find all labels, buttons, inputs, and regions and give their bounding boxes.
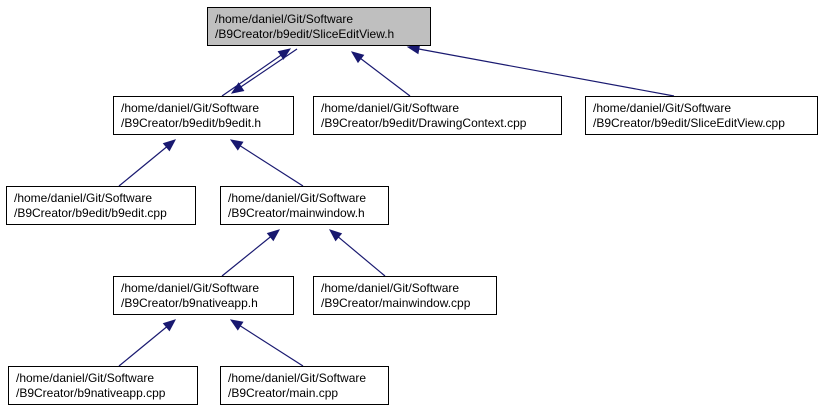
node-mainwindow-cpp[interactable]: /home/daniel/Git/Software/B9Creator/main… (313, 276, 497, 315)
edge-line (118, 326, 167, 367)
node-box (113, 96, 294, 135)
edge-b9edit_h-to-root (221, 48, 292, 97)
node-box (207, 7, 431, 46)
edge-line (360, 58, 411, 97)
nodes-layer: /home/daniel/Git/Software/B9Creator/b9ed… (6, 7, 818, 405)
node-label-line2: /B9Creator/b9edit/SliceEditView.h (215, 27, 394, 41)
node-label-line1: /home/daniel/Git/Software (121, 281, 259, 295)
node-label-line2: /B9Creator/b9edit/b9edit.h (121, 116, 261, 130)
edge-mainwindow_cpp-to-mainwindow_h (328, 229, 386, 277)
node-drawingcontext-cpp[interactable]: /home/daniel/Git/Software/B9Creator/b9ed… (313, 96, 562, 135)
edge-mainwindow_h-to-b9edit_h (229, 139, 304, 187)
node-label-line1: /home/daniel/Git/Software (228, 191, 366, 205)
node-box (313, 96, 562, 135)
node-box (585, 96, 818, 135)
node-b9nativeapp-h[interactable]: /home/daniel/Git/Software/B9Creator/b9na… (113, 276, 294, 315)
edge-drawingcontext_cpp-to-root (350, 51, 411, 97)
node-label-line2: /B9Creator/b9nativeapp.cpp (16, 386, 166, 400)
node-label-line1: /home/daniel/Git/Software (228, 371, 366, 385)
node-box (313, 276, 497, 315)
node-label-line1: /home/daniel/Git/Software (593, 101, 731, 115)
node-label-line2: /B9Creator/b9edit/DrawingContext.cpp (321, 116, 527, 130)
edge-line (118, 146, 167, 187)
node-b9edit-cpp[interactable]: /home/daniel/Git/Software/B9Creator/b9ed… (6, 186, 196, 225)
edge-line (338, 236, 386, 277)
node-box (220, 366, 389, 405)
node-label-line1: /home/daniel/Git/Software (16, 371, 154, 385)
edge-line (240, 48, 298, 88)
node-label-line1: /home/daniel/Git/Software (215, 12, 353, 26)
node-main-cpp[interactable]: /home/daniel/Git/Software/B9Creator/main… (220, 366, 389, 405)
arrowhead-icon (229, 139, 244, 151)
edge-line (418, 48, 675, 97)
edge-line (221, 54, 282, 97)
node-b9edit-h[interactable]: /home/daniel/Git/Software/B9Creator/b9ed… (113, 96, 294, 135)
edge-line (221, 236, 271, 277)
arrowhead-icon (277, 48, 292, 60)
node-label-line1: /home/daniel/Git/Software (14, 191, 152, 205)
arrowhead-icon (328, 229, 343, 242)
node-box (113, 276, 294, 315)
node-box (6, 186, 196, 225)
edge-main_cpp-to-b9nativeapp_h (229, 319, 304, 367)
node-sliceeditview-cpp[interactable]: /home/daniel/Git/Software/B9Creator/b9ed… (585, 96, 818, 135)
node-label-line2: /B9Creator/b9edit/SliceEditView.cpp (593, 116, 785, 130)
edge-sliceeditview_cpp-to-root (406, 43, 675, 97)
arrowhead-icon (229, 319, 244, 331)
node-label-line2: /B9Creator/b9nativeapp.h (121, 296, 258, 310)
edge-b9edit_cpp-to-b9edit_h (118, 139, 177, 187)
arrowhead-icon (162, 319, 177, 332)
node-label-line2: /B9Creator/mainwindow.h (228, 206, 365, 220)
arrowhead-icon (350, 51, 365, 64)
edge-b9nativeapp_cpp-to-b9nativeapp_h (118, 319, 177, 367)
node-label-line1: /home/daniel/Git/Software (321, 101, 459, 115)
node-box (8, 366, 198, 405)
edge-line (239, 145, 304, 187)
node-label-line2: /B9Creator/main.cpp (228, 386, 338, 400)
edge-line (239, 325, 304, 367)
arrowhead-icon (230, 82, 245, 94)
node-label-line2: /B9Creator/b9edit/b9edit.cpp (14, 206, 167, 220)
node-b9nativeapp-cpp[interactable]: /home/daniel/Git/Software/B9Creator/b9na… (8, 366, 198, 405)
node-label-line1: /home/daniel/Git/Software (321, 281, 459, 295)
node-label-line1: /home/daniel/Git/Software (121, 101, 259, 115)
node-box (220, 186, 389, 225)
node-root: /home/daniel/Git/Software/B9Creator/b9ed… (207, 7, 431, 46)
node-label-line2: /B9Creator/mainwindow.cpp (321, 296, 471, 310)
edge-b9nativeapp_h-to-mainwindow_h (221, 229, 281, 277)
arrowhead-icon (162, 139, 177, 152)
edges-layer (118, 43, 675, 367)
node-mainwindow-h[interactable]: /home/daniel/Git/Software/B9Creator/main… (220, 186, 389, 225)
edge-root-to-b9edit_h (230, 48, 298, 94)
arrowhead-icon (266, 229, 281, 242)
